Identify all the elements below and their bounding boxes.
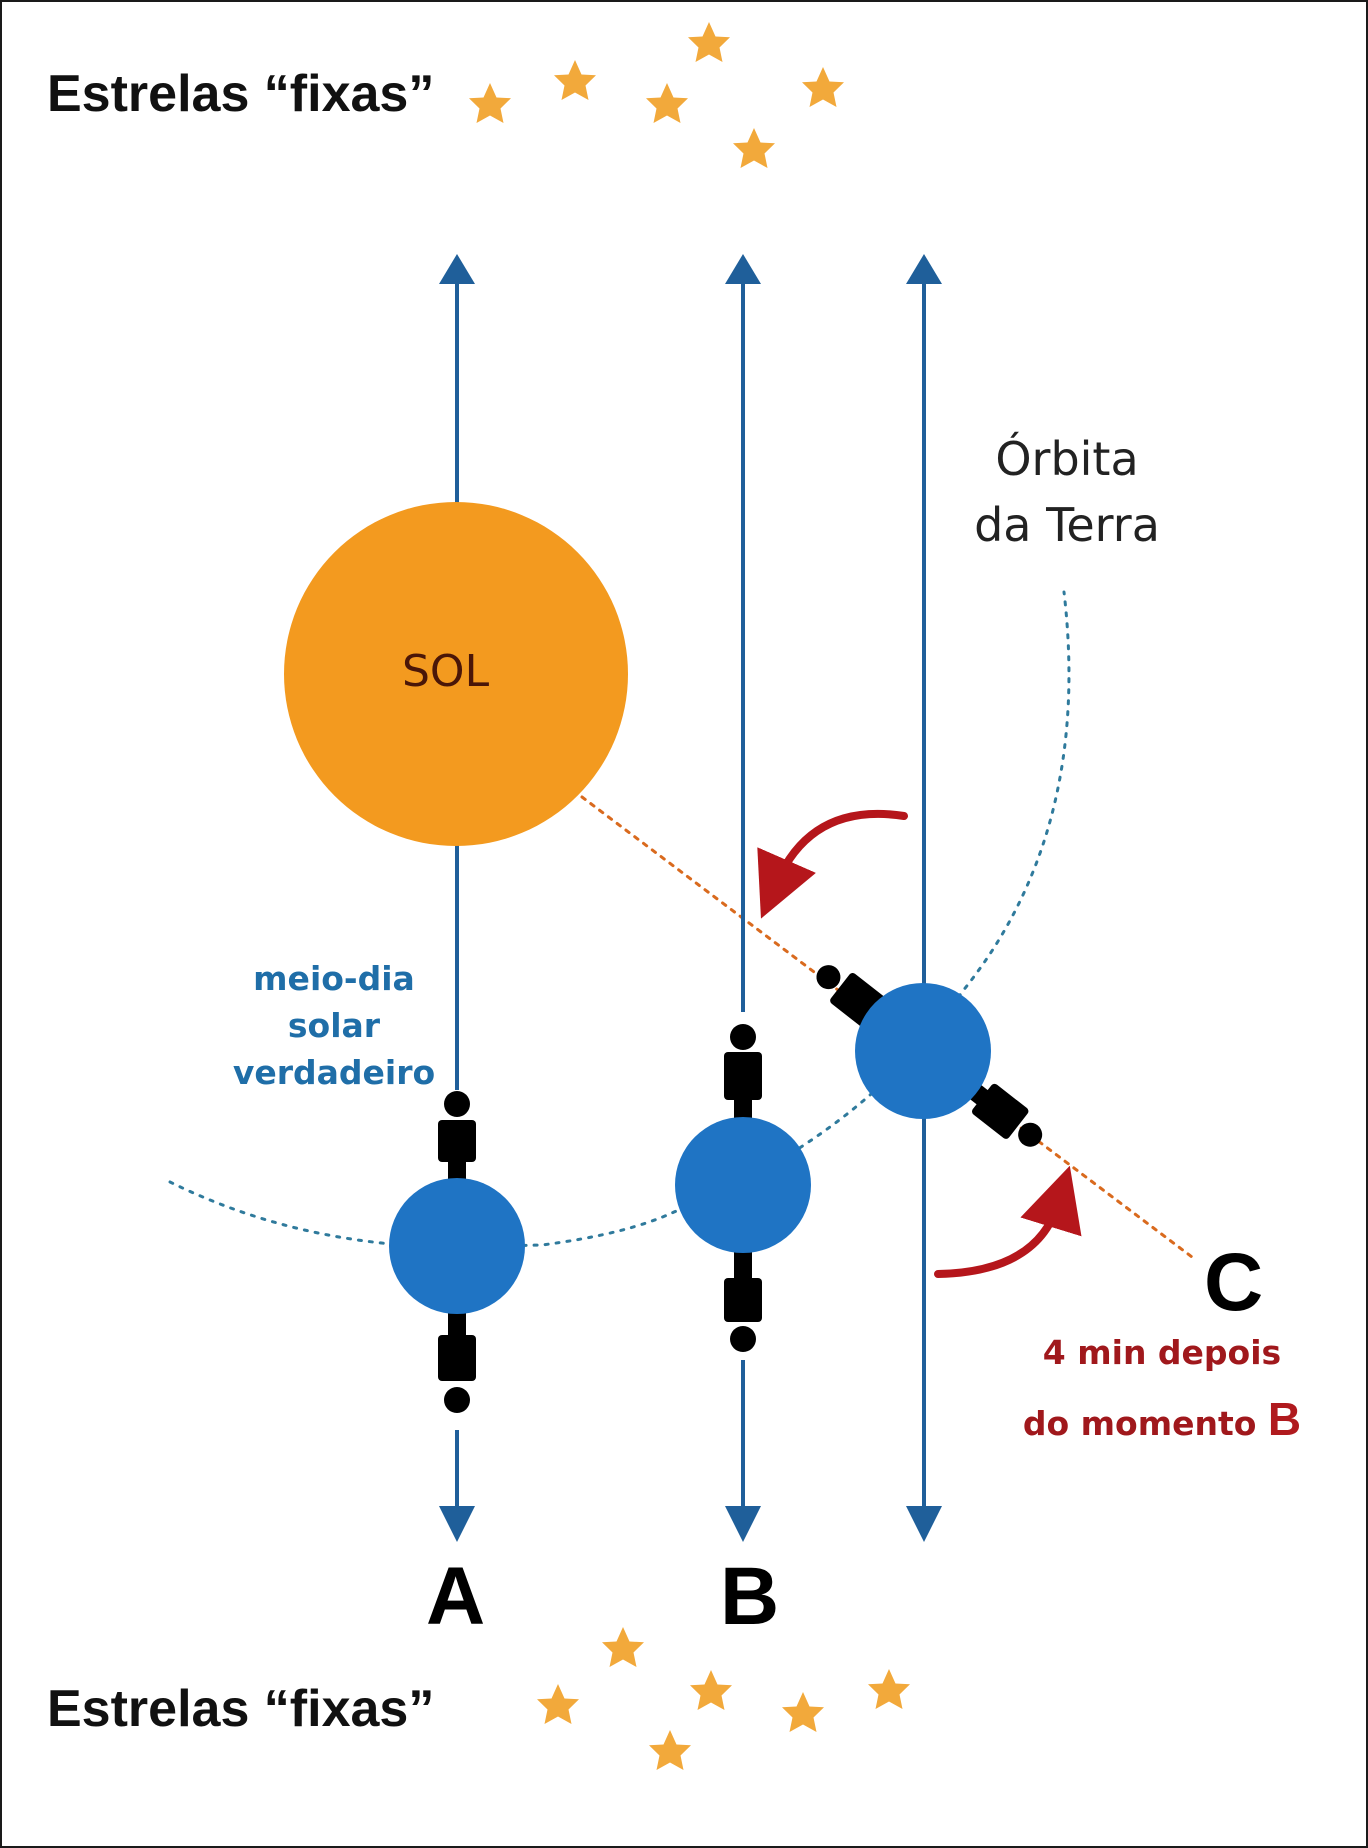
delay-label-letter: B (1267, 1393, 1302, 1445)
curved-arrow-icon (934, 1165, 1082, 1278)
earth-circle (675, 1117, 811, 1253)
delay-label-line2: do momento B (992, 1386, 1332, 1457)
sun-label: SOL (402, 646, 490, 697)
orbit-label: Órbita da Terra (952, 426, 1182, 558)
star-icon (802, 67, 844, 107)
earth-circle (389, 1178, 525, 1314)
star-icon (690, 1670, 732, 1710)
star-icon (469, 83, 511, 123)
sun-direction-line (580, 795, 1194, 1259)
earth-position-a (389, 1091, 525, 1413)
position-label-c: C (1204, 1237, 1264, 1328)
position-label-b: B (720, 1551, 780, 1642)
star-icon (554, 60, 596, 100)
star-icon (782, 1692, 824, 1732)
orbit-label-line2: da Terra (974, 498, 1160, 552)
star-icon (868, 1669, 910, 1709)
position-label-a: A (426, 1551, 486, 1642)
four-minutes-later-label: 4 min depois do momento B (992, 1320, 1332, 1457)
star-icon (602, 1627, 644, 1667)
curved-arrow-icon (757, 809, 908, 919)
earth-circle (855, 983, 991, 1119)
true-solar-noon-label: meio-dia solar verdadeiro (224, 955, 444, 1096)
delay-label-line1: 4 min depois (1042, 1333, 1282, 1372)
direction-arrows (439, 254, 942, 1542)
bottom-star-cluster (537, 1627, 910, 1770)
star-icon (688, 22, 730, 62)
sun-circle (284, 502, 628, 846)
earth-position-b (675, 1024, 811, 1352)
star-icon (537, 1684, 579, 1724)
arrow-b (725, 254, 761, 1542)
star-icon (733, 128, 775, 168)
star-icon (646, 83, 688, 123)
top-star-cluster (469, 22, 844, 168)
noon-label-line1: meio-dia (253, 959, 415, 998)
arrow-c (906, 254, 942, 1542)
noon-label-line3: verdadeiro (232, 1053, 436, 1092)
earth-position-c (816, 965, 1043, 1147)
delay-label-prefix: do momento (1022, 1404, 1268, 1443)
noon-label-line2: solar (287, 1006, 381, 1045)
orbit-label-line1: Órbita (995, 432, 1139, 486)
stars-label-top: Estrelas “fixas” (47, 65, 435, 123)
star-icon (649, 1730, 691, 1770)
stars-label-bottom: Estrelas “fixas” (47, 1680, 435, 1738)
